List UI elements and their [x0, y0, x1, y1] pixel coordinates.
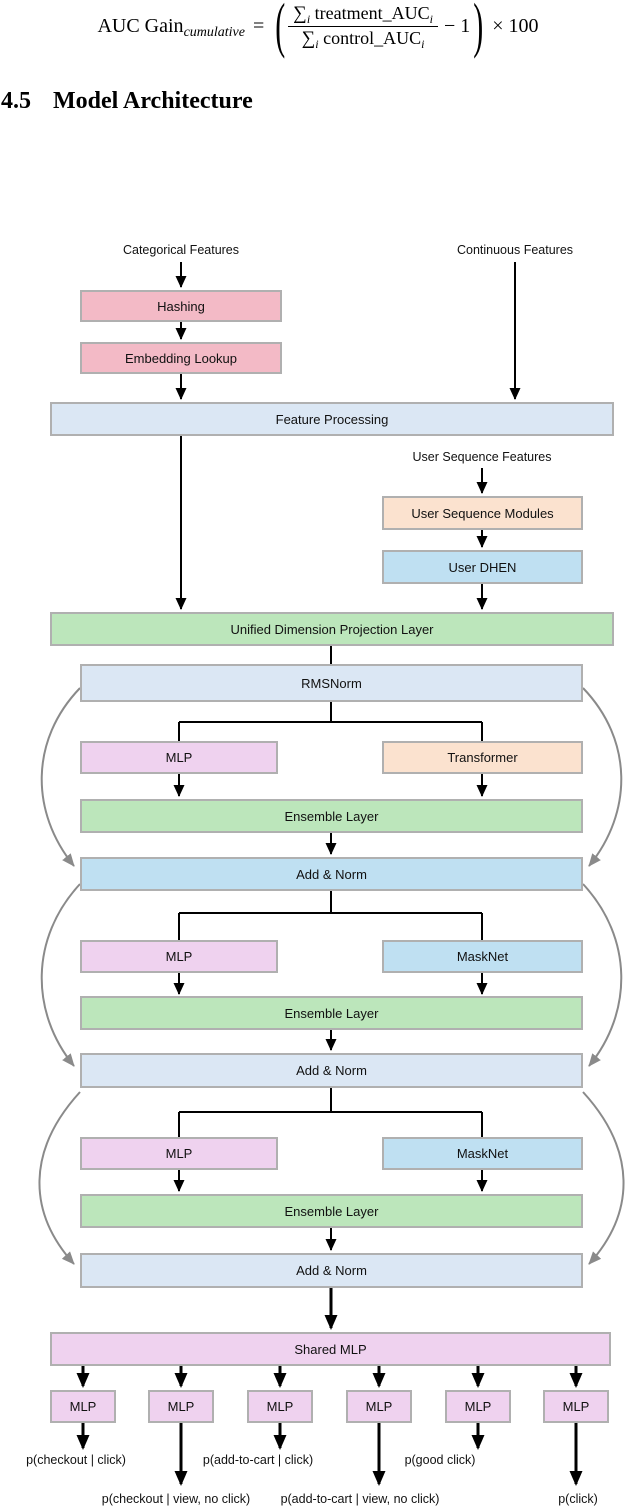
section-number: 4.5	[1, 88, 31, 114]
section-title: Model Architecture	[53, 88, 253, 114]
masknet-box-1: MaskNet	[382, 940, 583, 973]
ensemble-layer-box-2: Ensemble Layer	[80, 996, 583, 1030]
add-norm-box-2: Add & Norm	[80, 1053, 583, 1088]
numerator-text: treatment_AUC	[314, 3, 430, 23]
categorical-features-label: Categorical Features	[122, 243, 240, 257]
formula-minus-one: − 1	[443, 15, 471, 37]
user-sequence-features-label: User Sequence Features	[412, 450, 552, 464]
continuous-features-label: Continuous Features	[456, 243, 574, 257]
numerator-sigma: ∑	[293, 3, 307, 24]
formula-close-paren: )	[473, 0, 484, 60]
head-mlp-box-3: MLP	[247, 1390, 313, 1423]
denominator-sigma-sub: i	[315, 37, 319, 51]
add-norm-box-1: Add & Norm	[80, 857, 583, 891]
hashing-box: Hashing	[80, 290, 282, 322]
denominator-sigma: ∑	[301, 28, 316, 49]
denominator-text: control_AUC	[323, 28, 422, 48]
output-label-click: p(click)	[558, 1492, 598, 1506]
formula-open-paren: (	[275, 0, 286, 60]
embedding-lookup-box: Embedding Lookup	[80, 342, 282, 374]
unified-dimension-projection-box: Unified Dimension Projection Layer	[50, 612, 614, 646]
numerator-text-sub: i	[429, 12, 433, 26]
user-dhen-box: User DHEN	[382, 550, 583, 584]
head-mlp-box-6: MLP	[543, 1390, 609, 1423]
head-mlp-box-5: MLP	[445, 1390, 511, 1423]
formula-equals: =	[252, 15, 265, 37]
mlp-box-3: MLP	[80, 1137, 278, 1170]
user-sequence-modules-box: User Sequence Modules	[382, 496, 583, 530]
add-norm-box-3: Add & Norm	[80, 1253, 583, 1288]
ensemble-layer-box-3: Ensemble Layer	[80, 1194, 583, 1228]
head-mlp-box-4: MLP	[346, 1390, 412, 1423]
denominator-text-sub: i	[421, 37, 425, 51]
output-label-checkout-view-no-click: p(checkout | view, no click)	[101, 1492, 251, 1506]
feature-processing-box: Feature Processing	[50, 402, 614, 436]
output-label-add-to-cart-view-no-click: p(add-to-cart | view, no click)	[280, 1492, 440, 1506]
ensemble-layer-box-1: Ensemble Layer	[80, 799, 583, 833]
head-mlp-box-2: MLP	[148, 1390, 214, 1423]
shared-mlp-box: Shared MLP	[50, 1332, 611, 1366]
output-label-add-to-cart-click: p(add-to-cart | click)	[202, 1453, 314, 1467]
rmsnorm-box: RMSNorm	[80, 664, 583, 702]
mlp-box-2: MLP	[80, 940, 278, 973]
masknet-box-2: MaskNet	[382, 1137, 583, 1170]
section-heading: 4.5 Model Architecture	[1, 88, 253, 115]
head-mlp-box-1: MLP	[50, 1390, 116, 1423]
transformer-box: Transformer	[382, 741, 583, 774]
formula-numerator: ∑i treatment_AUCi	[288, 2, 438, 26]
formula-lhs-subscript: cumulative	[183, 24, 245, 40]
formula-lhs: AUC Gain	[97, 15, 184, 37]
output-label-checkout-click: p(checkout | click)	[26, 1453, 126, 1467]
output-label-good-click: p(good click)	[404, 1453, 476, 1467]
formula-denominator: ∑i control_AUCi	[288, 26, 438, 51]
mlp-box-1: MLP	[80, 741, 278, 774]
formula-fraction: ∑i treatment_AUCi ∑i control_AUCi	[288, 2, 438, 51]
formula-times-100: × 100	[492, 15, 539, 37]
numerator-sigma-sub: i	[306, 12, 311, 26]
